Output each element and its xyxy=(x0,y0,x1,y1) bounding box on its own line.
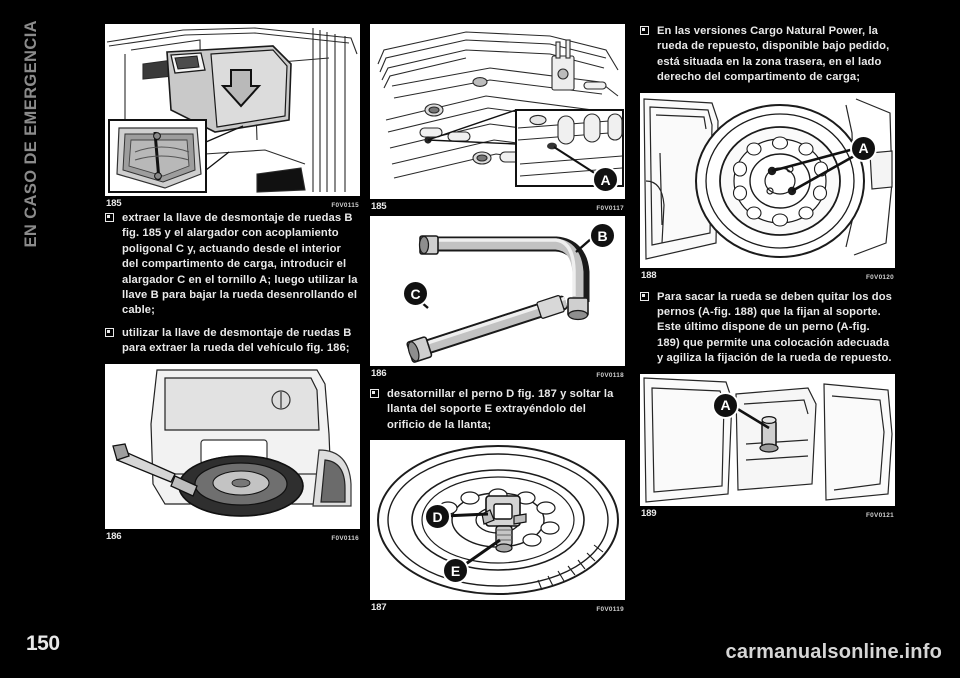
figure-187-number: 187 xyxy=(371,602,387,614)
callout-B-figure-186b: B xyxy=(589,222,616,249)
watermark: carmanualsonline.info xyxy=(726,641,942,664)
figure-186-image xyxy=(105,363,360,529)
callout-E-figure-187: E xyxy=(442,557,469,585)
figure-186-code: F0V0116 xyxy=(331,534,359,542)
watermark-text: carmanualsonline.info xyxy=(725,641,942,663)
figure-189-caption: 189 F0V0121 xyxy=(640,506,895,519)
figure-189-number: 189 xyxy=(641,507,657,519)
chapter-tab: EN CASO DE EMERGENCIA xyxy=(14,20,48,350)
bullet-square-icon xyxy=(370,389,379,398)
figure-185b-image: A xyxy=(370,24,625,199)
figure-189-code: F0V0121 xyxy=(865,511,894,519)
figure-188: A 188 F0V0120 xyxy=(640,92,895,281)
figure-186-number: 186 xyxy=(106,530,122,542)
column-left: 185 F0V0115 extraer la llave de desmonta… xyxy=(105,24,360,544)
figure-188-caption: 188 F0V0120 xyxy=(640,268,895,281)
paragraph-natural-power: En las versiones Cargo Natural Power, la… xyxy=(640,24,895,86)
figure-186: 186 F0V0116 xyxy=(105,363,360,542)
figure-185-code: F0V0115 xyxy=(331,202,359,209)
figure-186b-caption: 186 F0V0118 xyxy=(370,366,625,379)
figure-185b-caption: 185 F0V0117 xyxy=(370,199,625,212)
paragraph-text: utilizar la llave de desmontaje de rueda… xyxy=(122,326,352,355)
figure-185b: A 185 F0V0117 xyxy=(370,24,625,212)
figure-186b-image: B C xyxy=(370,216,625,366)
chapter-title: EN CASO DE EMERGENCIA xyxy=(21,20,40,248)
figure-185b-number: 185 xyxy=(371,201,387,212)
figure-188-code: F0V0120 xyxy=(865,273,894,281)
paragraph-text: extraer la llave de desmontaje de ruedas… xyxy=(122,212,358,317)
callout-A-figure-188: A xyxy=(850,134,877,162)
column-right: En las versiones Cargo Natural Power, la… xyxy=(640,24,895,521)
bullet-square-icon xyxy=(105,327,114,337)
paragraph-text: Para sacar la rueda se deben quitar los … xyxy=(657,290,892,365)
figure-187-image: D E xyxy=(370,440,625,601)
paragraph-text: desatornillar el perno D fig. 187 y solt… xyxy=(387,388,614,431)
callout-C-figure-186b: C xyxy=(402,280,429,307)
paragraph-extract-wrench: extraer la llave de desmontaje de ruedas… xyxy=(105,211,360,319)
callout-A-figure-189: A xyxy=(712,391,739,419)
column-middle: A 185 F0V0117 xyxy=(370,24,625,615)
figure-186b-number: 186 xyxy=(371,368,387,379)
figure-187: D E 187 F0V0119 xyxy=(370,440,625,614)
figure-185-image xyxy=(105,24,360,196)
bullet-square-icon xyxy=(640,26,649,35)
figure-185: 185 F0V0115 xyxy=(105,24,360,209)
figure-186b: B C 186 F0V0118 xyxy=(370,216,625,379)
paragraph-remove-bolts: Para sacar la rueda se deben quitar los … xyxy=(640,290,895,367)
figure-185-number: 185 xyxy=(106,198,122,209)
paragraph-text: En las versiones Cargo Natural Power, la… xyxy=(657,25,890,84)
figure-186b-code: F0V0118 xyxy=(596,372,624,379)
page-number: 150 xyxy=(26,632,60,655)
paragraph-remove-wheel: utilizar la llave de desmontaje de rueda… xyxy=(105,326,360,357)
bullet-square-icon xyxy=(105,213,114,222)
callout-A-figure-185b: A xyxy=(592,166,619,193)
figure-187-code: F0V0119 xyxy=(596,606,624,614)
figure-189: A 189 F0V0121 xyxy=(640,373,895,519)
figure-187-caption: 187 F0V0119 xyxy=(370,600,625,613)
figure-188-image: A xyxy=(640,92,895,268)
bullet-square-icon xyxy=(640,291,649,301)
callout-D-figure-187: D xyxy=(424,503,451,531)
paragraph-unscrew-bolt: desatornillar el perno D fig. 187 y solt… xyxy=(370,387,625,433)
figure-185-caption: 185 F0V0115 xyxy=(105,196,360,209)
figure-189-image: A xyxy=(640,373,895,506)
figure-188-number: 188 xyxy=(641,269,657,281)
figure-185b-code: F0V0117 xyxy=(596,205,624,212)
figure-186-caption: 186 F0V0116 xyxy=(105,529,360,542)
